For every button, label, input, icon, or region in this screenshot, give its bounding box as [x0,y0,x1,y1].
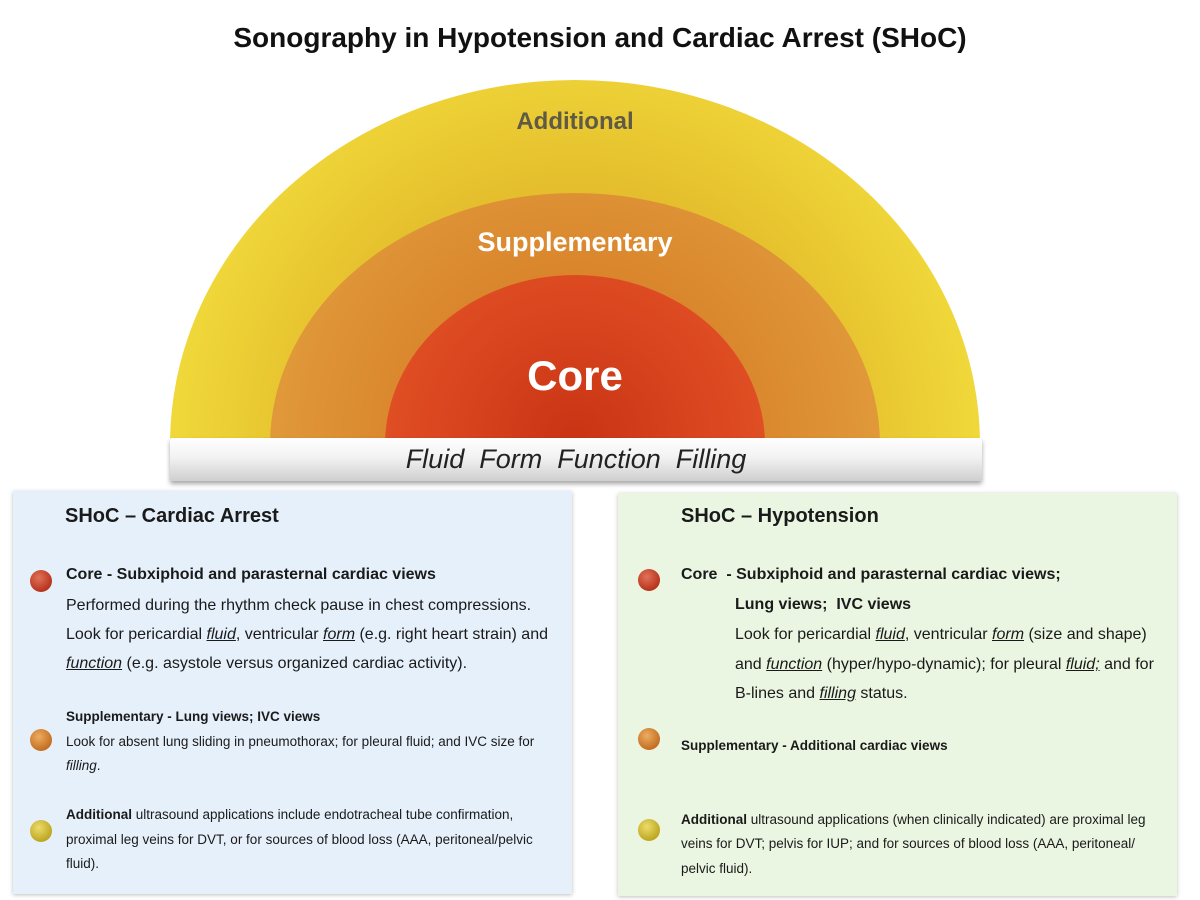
ca-text-6: ultrasound applications include endotrac… [132,807,514,822]
hy-add-line3: pelvic fluid). [681,861,753,876]
page-title: Sonography in Hypotension and Cardiac Ar… [233,22,967,53]
hy-text-8: status. [855,685,908,702]
hy-text-1: Look for pericardial [735,626,876,643]
ca-supp-heading: Supplementary - Lung views; IVC views [66,709,321,724]
hy-text-7: B-lines and [735,685,820,702]
ca-core-heading: Core - Subxiphoid and parasternal cardia… [66,566,436,583]
hy-supp-heading: Supplementary - Additional cardiac views [681,738,948,753]
hy-text-9: ultrasound applications (when clinically… [747,812,1146,827]
supplementary-dot-icon [30,729,52,751]
hypotension-panel: SHoC – Hypotension Core - Subxiphoid and… [618,493,1177,896]
hy-core-line2: and function (hyper/hypo-dynamic); for p… [735,650,1154,679]
hy-core-heading2: Lung views; IVC views [735,596,912,613]
ca-text-2: , ventricular [235,626,324,643]
ca-text-4: (e.g. asystole versus organized cardiac … [122,655,468,672]
ca-add-line2: proximal leg veins for DVT, or for sourc… [66,832,533,847]
hy-core-line3: B-lines and filling status. [735,679,908,708]
hy-filling-term: filling [819,685,856,702]
shoc-arch-diagram [170,80,980,445]
ca-text-1: Look for pericardial [66,626,207,643]
additional-dot-icon [638,819,660,841]
base-bar-text: Fluid Form Function Filling [405,444,747,474]
hy-add-line2: veins for DVT; pelvis for IUP; and for s… [681,836,1135,851]
core-dot-icon [30,570,52,592]
ca-add-line3: fluid). [66,856,100,871]
core-dot-icon [638,569,660,591]
ca-function-term: function [66,655,123,672]
ca-core-line1: Performed during the rhythm check pause … [66,597,532,614]
ca-fluid-term: fluid [206,626,236,643]
hy-form-term: form [992,626,1025,643]
ca-supp-line1: Look for absent lung sliding in pneumoth… [66,734,535,749]
ca-text-5: . [96,758,101,773]
cardiac-arrest-panel: SHoC – Cardiac Arrest Core - Subxiphoid … [13,491,572,894]
hypotension-title: SHoC – Hypotension [681,505,879,527]
additional-dot-icon [30,820,52,842]
ca-add-heading: Additional [66,807,132,822]
hy-text-2: , ventricular [904,626,993,643]
hy-function-term: function [766,656,823,673]
hy-text-5: (hyper/hypo-dynamic); for pleural [822,656,1066,673]
supplementary-dot-icon [638,728,660,750]
ca-form-term: form [323,626,356,643]
hy-core-heading: Core - Subxiphoid and parasternal cardia… [681,566,1061,583]
ca-text-3: (e.g. right heart strain) and [355,626,548,643]
additional-ring-label: Additional [516,108,634,135]
hy-core-line1: Look for pericardial fluid, ventricular … [735,620,1147,649]
ca-core-line2: Look for pericardial fluid, ventricular … [66,620,548,649]
hy-add-line1: Additional ultrasound applications (when… [681,808,1145,832]
hy-text-4: and [735,656,767,673]
ca-add-line1: Additional ultrasound applications inclu… [66,803,513,827]
hy-pleural-fluid-term: fluid; [1065,656,1100,673]
core-ring [385,275,765,445]
core-ring-label: Core [527,352,623,399]
ca-core-line3: function (e.g. asystole versus organized… [66,649,467,678]
supplementary-ring-label: Supplementary [477,227,673,257]
hy-text-3: (size and shape) [1024,626,1147,643]
ca-filling-term: filling [66,758,97,773]
hy-fluid-term: fluid [875,626,905,643]
hy-text-6: and for [1099,656,1154,673]
hy-add-heading: Additional [681,812,747,827]
cardiac-arrest-title: SHoC – Cardiac Arrest [65,505,279,527]
ca-supp-line2: filling. [66,754,101,778]
base-bar: Fluid Form Function Filling [170,438,982,481]
